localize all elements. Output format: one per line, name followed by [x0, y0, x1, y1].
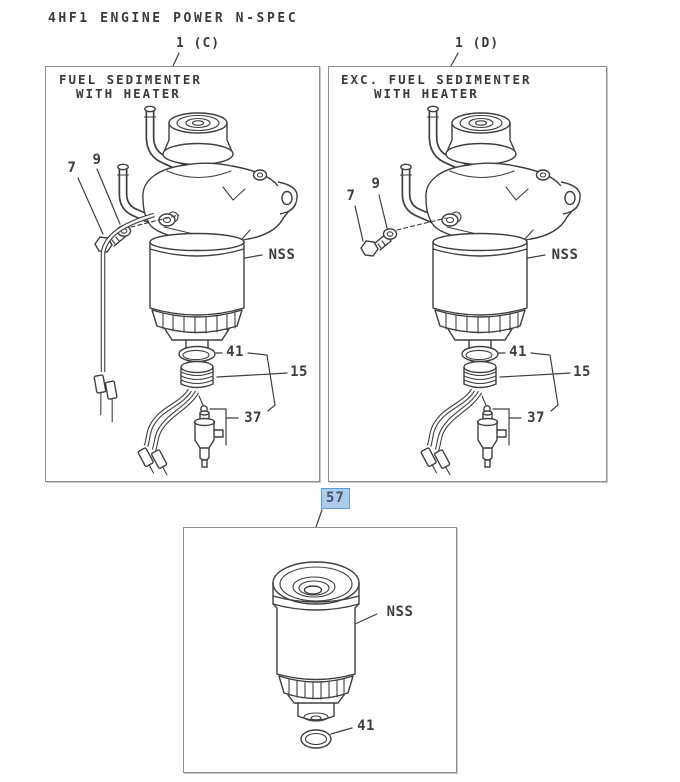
bowl-ring-nut [434, 309, 526, 352]
sedimenter-with-heater-drawing [77, 105, 298, 476]
callout-9[interactable]: 9 [371, 176, 381, 192]
sedimenter-head [142, 162, 298, 243]
callout-7[interactable]: 7 [346, 188, 356, 204]
callout-7[interactable]: 7 [67, 160, 77, 176]
callout-37[interactable]: 37 [244, 410, 262, 426]
drain-assembly-part [180, 360, 214, 389]
priming-pump [162, 112, 234, 166]
callout-leaders [354, 194, 571, 446]
page-title: 4HF1 ENGINE POWER N-SPEC [48, 11, 299, 26]
sedimenter-head [425, 162, 581, 243]
inlet-pipes [399, 105, 472, 228]
filter-knurl [278, 675, 354, 704]
panel-fuel-filter-cartridge: NSS 41 [183, 527, 457, 773]
sedimenter-without-heater-drawing [354, 105, 581, 476]
callout-nss: NSS [551, 247, 579, 263]
sedimenter-bowl [149, 232, 245, 316]
callout-9[interactable]: 9 [92, 152, 102, 168]
filter-body [276, 607, 356, 681]
callout-41[interactable]: 41 [226, 344, 244, 360]
callout-41[interactable]: 41 [509, 344, 527, 360]
panel-fuel-sedimenter-with-heater: FUEL SEDIMENTER WITH HEATER [45, 66, 320, 482]
assembly-dash-line [396, 217, 447, 231]
panel-caption-line2: WITH HEATER [374, 86, 479, 101]
inlet-pipes [116, 105, 189, 228]
oring-41-part [461, 345, 499, 363]
callout-nss: NSS [386, 604, 414, 620]
sensor-part [193, 395, 224, 468]
priming-pump [445, 112, 517, 166]
assembly-ref-1c[interactable]: 1 (C) [176, 36, 221, 51]
panel-caption-line1: EXC. FUEL SEDIMENTER [341, 72, 532, 87]
callout-15[interactable]: 15 [290, 364, 308, 380]
callout-leaders [330, 613, 378, 735]
washer-part [382, 228, 398, 240]
callout-37[interactable]: 37 [527, 410, 545, 426]
filter-spout [297, 702, 335, 722]
oring-41-part [178, 345, 216, 363]
panel-exc-fuel-sedimenter-with-heater: EXC. FUEL SEDIMENTER WITH HEATER [328, 66, 607, 482]
panel-caption-line1: FUEL SEDIMENTER [59, 72, 202, 87]
heater-cable [93, 212, 155, 423]
panel-caption-line2: WITH HEATER [76, 86, 181, 101]
drain-assembly-part [463, 360, 497, 389]
part-ref-57[interactable]: 57 [321, 488, 350, 509]
oring-41-part [300, 729, 332, 749]
callout-leaders [77, 168, 288, 446]
sedimenter-bowl [432, 232, 528, 316]
callout-nss: NSS [268, 247, 296, 263]
drain-wires [137, 388, 199, 476]
callout-41[interactable]: 41 [357, 718, 375, 734]
callout-15[interactable]: 15 [573, 364, 591, 380]
fuel-filter-drawing [272, 561, 378, 749]
bowl-ring-nut [151, 309, 243, 352]
filter-top-rings [272, 561, 360, 605]
assembly-ref-1d[interactable]: 1 (D) [455, 36, 500, 51]
drain-wires [420, 388, 482, 476]
filter-flange [272, 582, 360, 611]
sensor-part [476, 395, 507, 468]
assembly-dash-line [130, 214, 180, 228]
